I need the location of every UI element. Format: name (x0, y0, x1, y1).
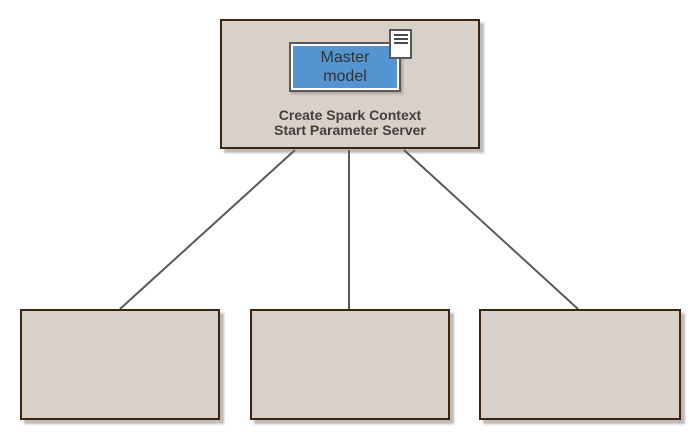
master-model-shape: Master model (289, 42, 401, 92)
worker-node-1 (20, 309, 220, 420)
caption-line-2: Start Parameter Server (274, 122, 426, 138)
note-icon-line (393, 38, 408, 40)
master-model-label-line1: Master (320, 49, 370, 66)
master-node: Master model Create Spark Context Start … (220, 19, 480, 149)
master-node-caption: Create Spark Context Start Parameter Ser… (222, 108, 478, 138)
worker-node-3 (479, 309, 681, 420)
note-icon-line (393, 34, 408, 36)
worker-node-2 (250, 309, 450, 420)
master-model-label-line2: model (323, 68, 367, 85)
caption-line-1: Create Spark Context (278, 107, 422, 123)
note-icon-line (393, 42, 408, 44)
note-icon (389, 29, 412, 59)
